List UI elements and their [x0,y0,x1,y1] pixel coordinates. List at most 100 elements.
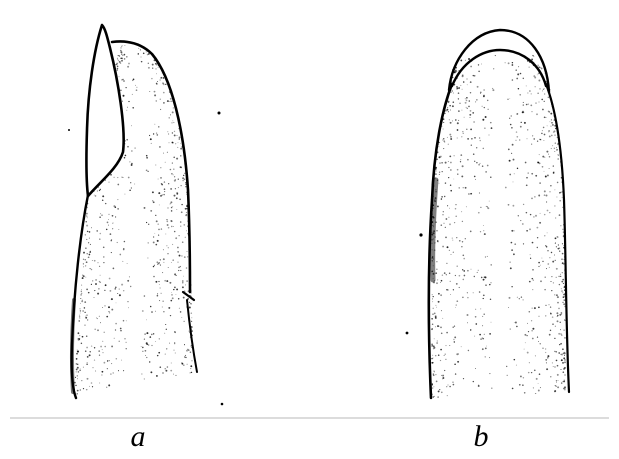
stipple-dot [456,305,457,306]
stipple-dot [470,193,472,195]
stipple-dot [180,226,181,227]
stipple-dot [549,121,550,122]
stipple-dot [181,317,182,318]
stipple-dot [538,101,539,102]
stipple-dot [521,296,522,297]
stipple-dot [90,251,91,252]
stipple-dot [102,195,104,197]
stipple-dot [541,133,543,135]
stipple-dot [94,290,95,291]
stipple-dot [190,345,191,346]
stipple-dot [538,306,540,308]
stipple-dot [514,173,515,174]
stipple-dot [455,373,456,374]
stipple-dot [554,338,555,339]
stipple-dot [146,222,147,223]
stipple-dot [126,389,128,391]
stipple-dot [91,227,92,228]
stipple-dot [516,136,518,138]
stipple-dot [155,165,156,166]
stipple-dot [451,254,452,255]
stipple-dot [437,205,439,207]
stipple-dot [489,201,490,202]
stipple-dot [557,315,558,316]
stipple-dot [537,74,538,75]
stipple-dot [514,243,516,245]
stipple-dot [476,99,477,100]
stipple-dot [103,262,104,263]
stipple-dot [475,179,476,180]
stipple-dot [563,368,565,370]
stipple-dot [452,105,454,107]
stipple-dot [533,387,534,388]
stipple-dot [556,147,557,148]
stipple-dot [432,346,433,347]
stipple-dot [94,329,96,331]
stipple-dot [118,55,119,56]
stipple-dot [81,285,82,286]
stipple-dot [152,64,154,66]
stipple-dot [561,182,562,183]
stipple-dot [460,159,461,160]
stipple-dot [552,145,553,146]
stipple-dot [527,352,529,354]
stipple-dot [160,99,161,100]
stipple-dot [76,353,78,355]
stipple-dot [99,266,100,267]
stipple-dot [178,270,179,271]
stipple-dot [549,191,550,192]
stipple-dot [445,162,447,164]
stipple-dot [540,387,541,388]
stipple-dot [551,135,553,137]
stipple-dot [544,214,545,215]
stipple-dot [165,368,166,369]
stipple-dot [558,244,559,245]
stipple-dot [559,314,561,316]
stipple-dot [550,126,551,127]
stipple-dot [175,188,176,189]
stipple-dot [161,228,162,229]
stipple-dot [470,117,471,118]
stipple-dot [171,210,173,212]
stipple-dot [104,346,106,348]
stipple-dot [165,84,166,85]
stipple-dot [467,159,469,161]
stipple-dot [542,130,543,131]
stipple-dot [172,142,174,144]
stipple-dot [456,86,458,88]
stipple-dot [452,381,453,382]
stipple-dot [450,122,452,124]
stipple-dot [167,366,169,368]
stipple-dot [158,352,160,354]
stipple-dot [560,276,561,277]
stipple-dot [99,316,100,317]
stipple-dot [564,361,566,363]
stipple-dot [117,199,118,200]
stipple-dot [146,344,148,346]
stipple-dot [162,184,163,185]
stipple-dot [453,289,454,290]
stipple-dot [167,253,168,254]
stipple-dot [166,329,167,330]
finger-b-stipple [431,54,566,399]
stipple-dot [446,274,447,275]
stipple-dot [509,118,510,119]
stipple-dot [526,335,527,336]
stipple-dot [560,192,561,193]
stipple-dot [538,390,540,392]
stipple-dot [511,153,512,154]
stipple-dot [439,389,440,390]
stipple-dot [555,260,556,261]
stipple-dot [162,306,163,307]
stipple-dot [482,338,484,340]
stipple-dot [76,363,78,365]
stipple-dot [144,333,145,334]
stipple-dot [192,296,193,297]
stipple-dot [537,237,538,238]
stipple-dot [127,66,129,68]
stipple-dot [157,223,159,225]
stipple-dot [155,311,156,312]
stipple-dot [558,155,559,156]
stipple-dot [508,307,509,308]
stipple-dot [547,126,548,127]
